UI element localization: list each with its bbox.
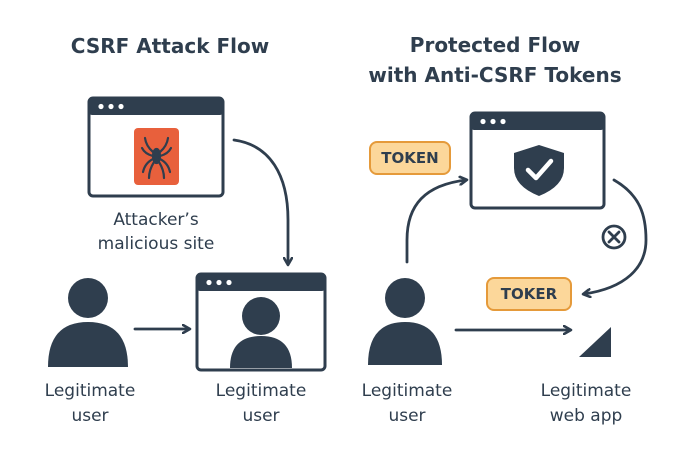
- right-title-line2: with Anti-CSRF Tokens: [368, 63, 622, 87]
- left-user-label-line1: Legitimate: [44, 381, 136, 401]
- spider-icon: [134, 128, 179, 185]
- victim-user-icon: [230, 297, 292, 368]
- right-user-icon: [368, 278, 442, 365]
- victim-browser-window: [195, 272, 327, 372]
- attacker-site-label-line1: Attacker’s: [113, 210, 199, 230]
- attacker-site-label-line2: malicious site: [97, 234, 215, 254]
- shield-check-icon: [514, 145, 564, 196]
- token-badge-top: TOKEN: [369, 141, 451, 175]
- right-user-label-line2: user: [388, 406, 426, 426]
- arrow-app-return: [584, 178, 648, 294]
- webapp-label-line2: web app: [549, 406, 623, 426]
- webapp-label-line1: Legitimate: [540, 381, 632, 401]
- blocked-x-icon: [601, 224, 627, 250]
- left-title: CSRF Attack Flow: [70, 34, 270, 58]
- arrow-attacker-to-browser: [232, 138, 288, 264]
- token-badge-bottom: TOKER: [486, 277, 572, 311]
- victim-user-label-line2: user: [242, 406, 280, 426]
- play-triangle-icon: [579, 327, 611, 357]
- right-user-label-line1: Legitimate: [361, 381, 453, 401]
- left-user-icon: [48, 278, 128, 367]
- arrow-user-to-app: [405, 180, 466, 264]
- right-title-line1: Protected Flow: [409, 33, 581, 57]
- victim-user-label-line1: Legitimate: [215, 381, 307, 401]
- protected-app-window: [469, 111, 606, 210]
- attacker-site-window: [87, 96, 225, 198]
- left-user-label-line2: user: [71, 406, 109, 426]
